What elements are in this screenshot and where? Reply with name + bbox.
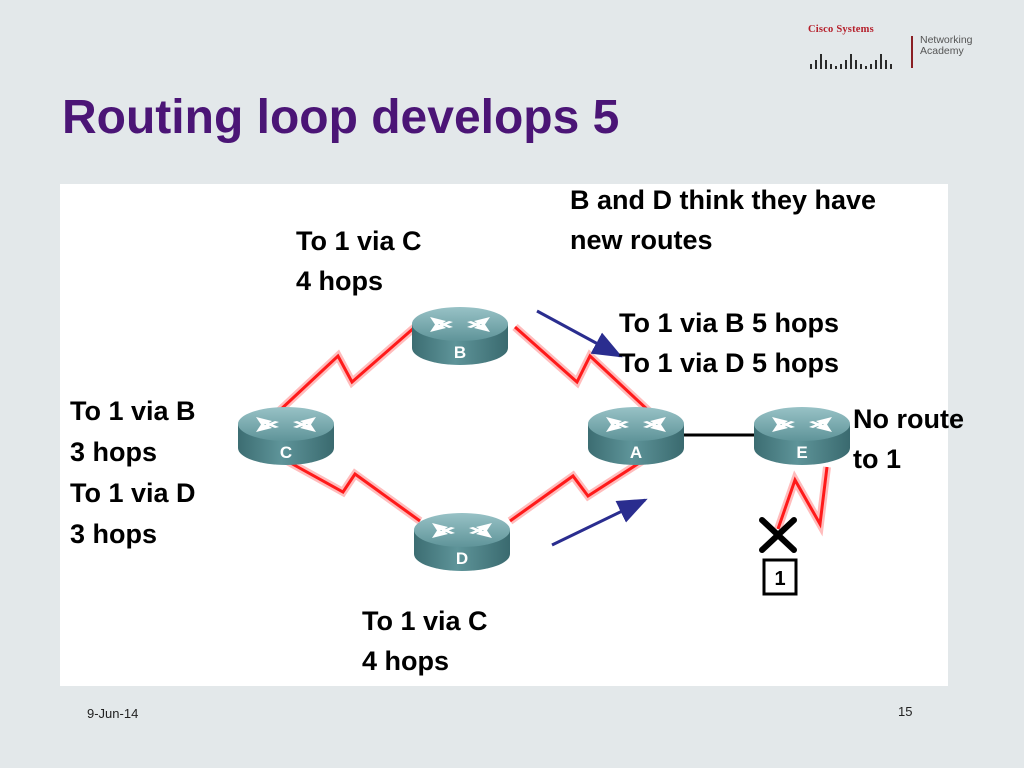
router-a-label: A bbox=[630, 443, 642, 462]
router-d-route-line2: 4 hops bbox=[362, 646, 450, 676]
router-d[interactable]: D bbox=[414, 513, 510, 571]
arrow-b-to-a bbox=[536, 309, 623, 358]
logo-separator bbox=[911, 36, 913, 68]
network-1-label: 1 bbox=[774, 568, 785, 590]
router-c-route-line3: To 1 via D bbox=[70, 478, 196, 508]
router-a-route-line1: To 1 via B 5 hops bbox=[619, 308, 840, 338]
slide-title: Routing loop develops 5 bbox=[62, 91, 620, 144]
router-a-routes-label: To 1 via B 5 hops To 1 via D 5 hops bbox=[619, 303, 839, 383]
new-routes-note-line1: B and D think they have bbox=[570, 185, 877, 215]
network-diagram: B C A D E 1 bbox=[238, 307, 850, 596]
serial-link-c-b bbox=[275, 323, 418, 415]
serial-link-d-a bbox=[507, 452, 653, 525]
logo-brand-text: Cisco Systems bbox=[808, 24, 874, 35]
link-failure-x-icon bbox=[759, 517, 797, 553]
router-a[interactable]: A bbox=[588, 407, 684, 465]
router-e-status-line1: No route bbox=[853, 404, 964, 434]
router-d-label: D bbox=[456, 549, 468, 568]
cisco-networking-academy-logo: Cisco Systems Networking Academy bbox=[808, 18, 998, 72]
router-c[interactable]: C bbox=[238, 407, 334, 465]
router-d-route-line1: To 1 via C bbox=[362, 606, 488, 636]
router-b[interactable]: B bbox=[412, 307, 508, 365]
new-routes-note: B and D think they have new routes bbox=[570, 180, 876, 260]
cisco-bridge-icon bbox=[810, 54, 892, 69]
page-number: 15 bbox=[898, 704, 913, 719]
arrow-d-to-a bbox=[551, 498, 648, 547]
router-e[interactable]: E bbox=[754, 407, 850, 465]
router-e-label: E bbox=[796, 443, 807, 462]
router-c-label: C bbox=[280, 443, 292, 462]
serial-link-c-d bbox=[276, 452, 423, 525]
router-b-route-line2: 4 hops bbox=[296, 266, 384, 296]
router-c-routes-label: To 1 via B 3 hops To 1 via D 3 hops bbox=[70, 391, 196, 555]
router-e-status-line2: to 1 bbox=[853, 444, 902, 474]
router-d-route-label: To 1 via C 4 hops bbox=[362, 601, 488, 681]
router-b-route-line1: To 1 via C bbox=[296, 226, 422, 256]
footer-date: 9-Jun-14 bbox=[87, 706, 139, 721]
diagram-panel: B C A D E 1 B bbox=[60, 184, 964, 686]
router-e-status-label: No route to 1 bbox=[853, 399, 964, 479]
logo-academy-text: Networking Academy bbox=[920, 35, 973, 57]
new-routes-note-line2: new routes bbox=[570, 225, 713, 255]
router-c-route-line4: 3 hops bbox=[70, 519, 158, 549]
logo-academy-line1: Networking bbox=[920, 34, 973, 46]
router-c-route-line2: 3 hops bbox=[70, 437, 158, 467]
router-c-route-line1: To 1 via B bbox=[70, 396, 196, 426]
serial-link-e-network bbox=[774, 466, 831, 537]
serial-link-b-a bbox=[512, 324, 653, 415]
router-b-route-label: To 1 via C 4 hops bbox=[296, 221, 422, 301]
network-1-box: 1 bbox=[762, 558, 798, 596]
logo-academy-line2: Academy bbox=[920, 45, 964, 57]
router-a-route-line2: To 1 via D 5 hops bbox=[619, 348, 840, 378]
router-b-label: B bbox=[454, 343, 466, 362]
